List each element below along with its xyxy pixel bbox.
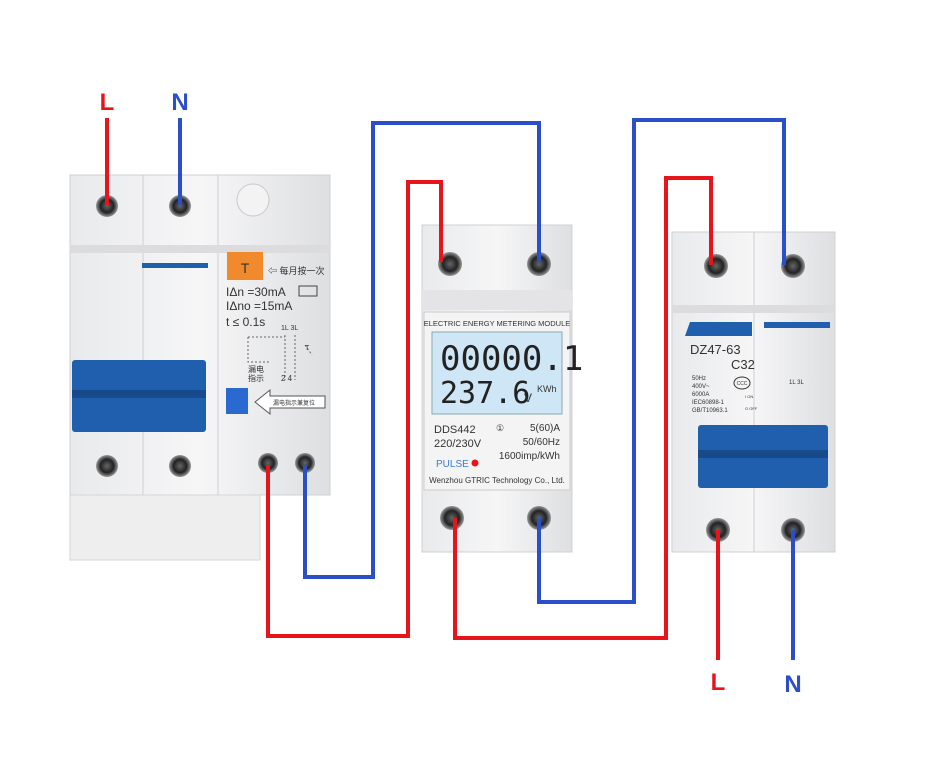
wire-live-rcd-to-meter [266, 180, 443, 638]
wire-neutral-rcd-to-meter [303, 121, 541, 579]
energy-meter: ELECTRIC ENERGY METERING MODULE 00000.1 … [421, 224, 583, 553]
label-live-out: L [711, 669, 726, 696]
mcb-off: O OFF [745, 406, 758, 411]
rcd-test-label: T [241, 260, 250, 276]
wire-neutral-meter-to-mcb [537, 118, 786, 604]
rcd-leak-label-2: 指示 [248, 373, 264, 383]
mcb-voltage: 400V~ [692, 384, 710, 390]
meter-frequency: 50/60Hz [523, 437, 560, 448]
mcb-on: I ON [745, 394, 753, 399]
mcb-terminals: 1L 3L [789, 380, 804, 386]
meter-lcd [431, 331, 563, 415]
meter-energy-reading: 00000.1 [440, 339, 583, 379]
mcb-std2: GB/T10963.1 [692, 408, 728, 414]
rcd-schematic-t: T [305, 345, 310, 352]
mcb-breaking: 6000A [692, 392, 709, 398]
rcd-schematic-icon [247, 335, 313, 380]
meter-pulse-label: PULSE [436, 459, 469, 470]
rcd-blue-strip [142, 263, 208, 268]
rcd-indicator-window [236, 183, 270, 217]
rcd-schematic-top: 1L 3L [281, 325, 298, 332]
arrow-left-icon [254, 388, 326, 416]
rcd-test-hint: ⇦ 每月按一次 [268, 265, 325, 276]
wire-live-meter-to-mcb [453, 176, 713, 640]
mcb-model: DZ47-63 [690, 342, 741, 357]
label-live-in: L [100, 89, 115, 116]
meter-voltage-reading: 237.6 [440, 376, 530, 411]
meter-current: 5(60)A [530, 423, 560, 434]
meter-header: ELECTRIC ENERGY METERING MODULE [424, 319, 571, 328]
rcd-breaker: T ⇦ 每月按一次 IΔn =30mA IΔno =15mA t ≤ 0.1s … [69, 174, 331, 561]
ac-symbol-icon [298, 285, 318, 297]
rcd-test-button[interactable] [227, 252, 263, 280]
meter-class: ① [496, 423, 504, 433]
mcb-breaker: DZ47-63 C32 50Hz 400V~ 6000A IEC60898-1 … [671, 231, 836, 553]
mcb-blue-label [685, 322, 752, 336]
rcd-trip-time: t ≤ 0.1s [226, 315, 265, 329]
meter-energy-unit: KWh [537, 384, 557, 394]
meter-voltage-unit: V [524, 391, 532, 405]
meter-model: DDS442 [434, 424, 476, 436]
meter-manufacturer: Wenzhou GTRIC Technology Co., Ltd. [429, 476, 565, 485]
label-neutral-out: N [784, 671, 801, 698]
rcd-terminal-screws [96, 195, 315, 477]
rcd-leak-label-1: 漏电 [248, 364, 264, 374]
mcb-std1: IEC60898-1 [692, 400, 725, 406]
label-neutral-in: N [171, 89, 188, 116]
mcb-freq: 50Hz [692, 376, 706, 382]
rcd-idn: IΔn =30mA [226, 285, 286, 299]
meter-constant: 1600imp/kWh [499, 451, 560, 462]
rcd-schematic-terminals: 2 4 [281, 374, 293, 383]
pulse-led-icon [471, 459, 479, 467]
mcb-rating: C32 [731, 357, 755, 372]
rcd-idno: IΔno =15mA [226, 299, 292, 313]
ccc-mark-icon [733, 376, 751, 390]
mcb-cert: CCC [737, 381, 748, 387]
rcd-reset-indicator[interactable] [226, 388, 248, 414]
rcd-reset-hint: 漏电指示兼复位 [273, 399, 315, 407]
meter-voltage-rating: 220/230V [434, 438, 482, 450]
